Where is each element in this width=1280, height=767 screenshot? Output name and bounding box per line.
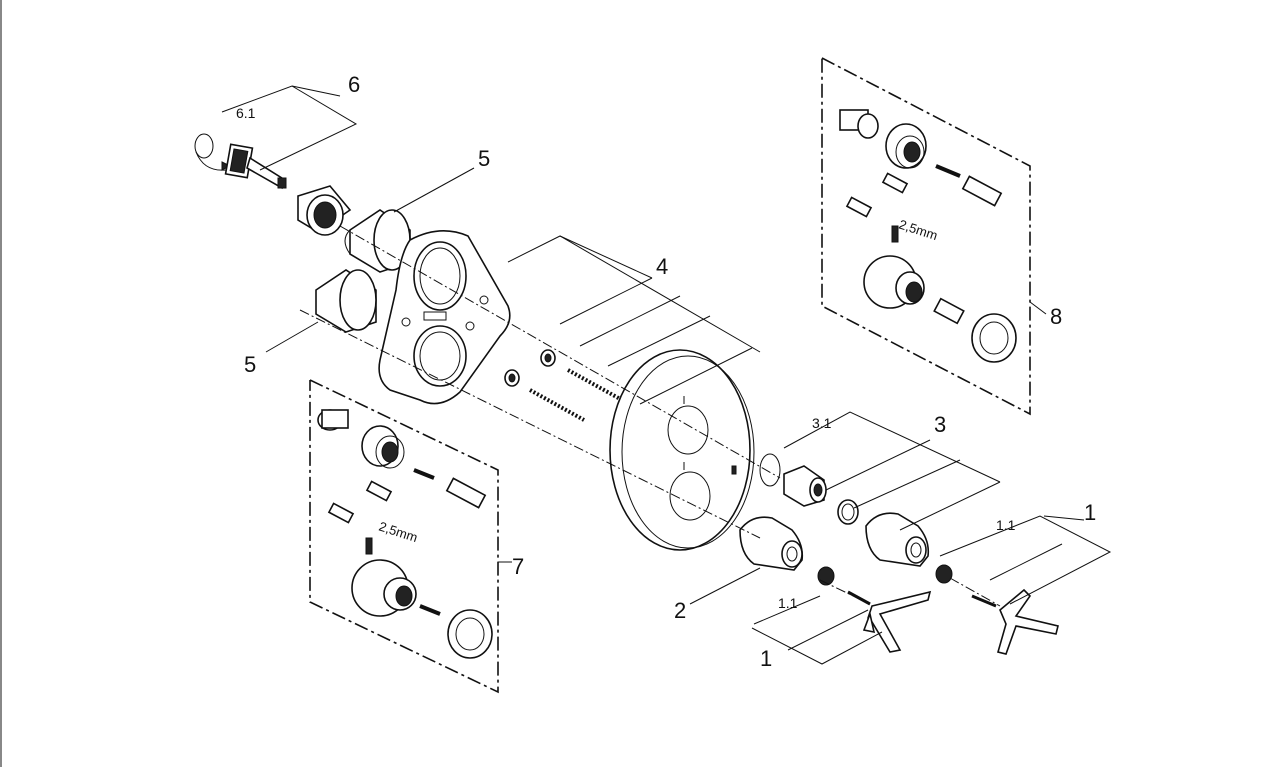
callout-labels: 6 6.1 5 5 4 3.1 3 2 1.1 1 1.1 1 7 8 2,5m…	[236, 72, 1096, 671]
label-3-1: 3.1	[812, 415, 832, 431]
label-1-1-left: 1.1	[778, 595, 798, 611]
part-3-1-o-ring	[759, 453, 781, 487]
label-1-left: 1	[760, 646, 772, 671]
label-tool-size-8: 2,5mm	[897, 217, 939, 244]
part-4-mounting-plate	[378, 230, 511, 405]
label-5-upper: 5	[478, 146, 490, 171]
label-1-right: 1	[1084, 500, 1096, 525]
label-2: 2	[674, 598, 686, 623]
label-tool-size-7: 2,5mm	[377, 519, 419, 546]
kit-7-box	[309, 379, 499, 694]
label-5-lower: 5	[244, 352, 256, 377]
label-3: 3	[934, 412, 946, 437]
part-5-sleeve-lower	[315, 269, 377, 333]
label-4: 4	[656, 254, 668, 279]
label-1-1-right: 1.1	[996, 517, 1016, 533]
label-6-1: 6.1	[236, 105, 256, 121]
part-3-sleeve	[783, 465, 859, 525]
label-7: 7	[512, 554, 524, 579]
part-6-1-adapter	[297, 185, 352, 236]
part-2-handle-left	[739, 516, 835, 586]
label-8: 8	[1050, 304, 1062, 329]
part-5-sleeve-upper	[344, 209, 411, 273]
cover-plate	[609, 349, 755, 551]
part-3-handle-right	[865, 512, 953, 584]
part-6-cartridge	[194, 133, 287, 190]
label-6: 6	[348, 72, 360, 97]
part-1-cross-handle-right	[971, 588, 1059, 655]
kit-8-box	[821, 57, 1031, 416]
assembly-axis-lines	[299, 225, 1001, 607]
leader-lines	[221, 85, 1112, 665]
part-1-cross-handle-left	[847, 590, 932, 653]
part-4-screws	[504, 349, 623, 422]
